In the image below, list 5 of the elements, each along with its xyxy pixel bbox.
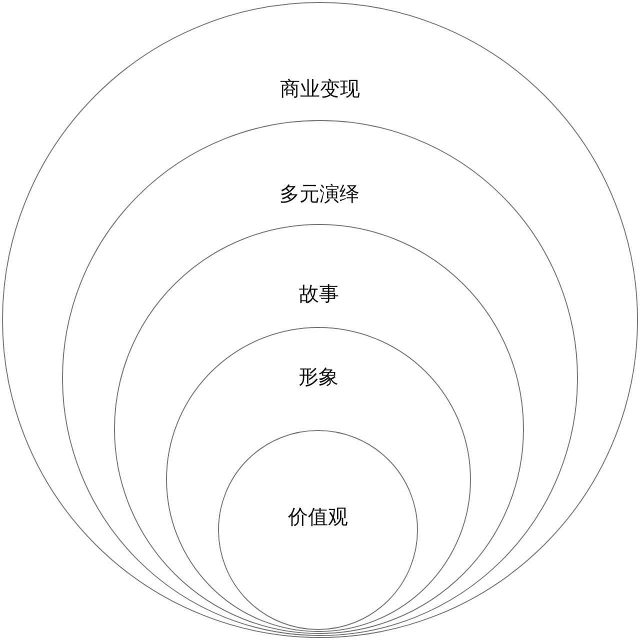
circle-label: 商业变现 xyxy=(280,76,360,102)
circle-label: 故事 xyxy=(299,280,339,308)
circle-label: 形象 xyxy=(298,364,338,390)
circle-label: 价值观 xyxy=(288,504,348,530)
circle-label: 多元演绎 xyxy=(280,180,360,208)
